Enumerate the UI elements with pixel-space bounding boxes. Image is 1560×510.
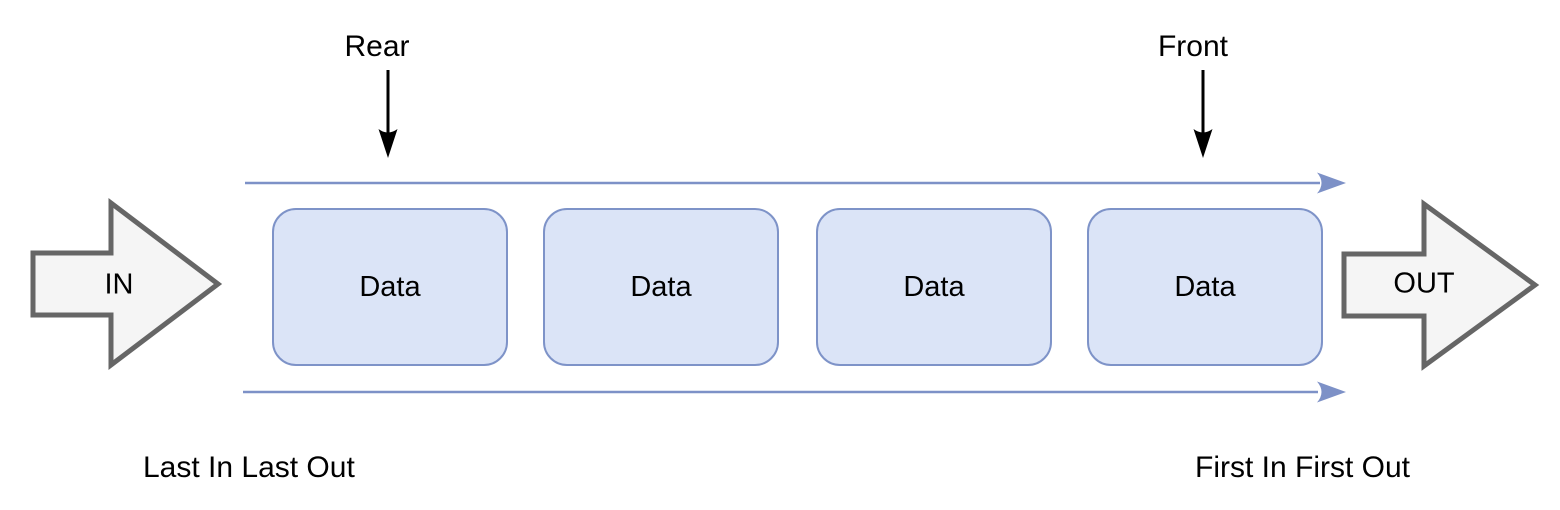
- front-pointer-down-arrow-icon: [1193, 70, 1213, 158]
- queue-cell-label: Data: [903, 270, 965, 303]
- rear-pointer-down-arrow-icon: [378, 70, 398, 158]
- queue-cell: Data: [543, 208, 779, 366]
- queue-cell: Data: [816, 208, 1052, 366]
- queue-cell-label: Data: [630, 270, 692, 303]
- last-in-last-out-caption: Last In Last Out: [143, 451, 355, 484]
- first-in-first-out-caption: First In First Out: [1195, 451, 1411, 484]
- queue-cell: Data: [1087, 208, 1323, 366]
- in-block-arrow-icon: [30, 197, 223, 371]
- front-label: Front: [1157, 30, 1229, 63]
- queue-cell-label: Data: [1174, 270, 1236, 303]
- top-flow-arrow-icon: [245, 172, 1346, 194]
- bottom-flow-arrow-icon: [243, 381, 1346, 403]
- out-block-arrow-icon: [1341, 199, 1540, 371]
- out-arrow-label: OUT: [1393, 267, 1455, 300]
- rear-label: Rear: [344, 30, 410, 63]
- queue-cell-label: Data: [359, 270, 421, 303]
- in-arrow-label: IN: [104, 268, 134, 301]
- queue-cell: Data: [272, 208, 508, 366]
